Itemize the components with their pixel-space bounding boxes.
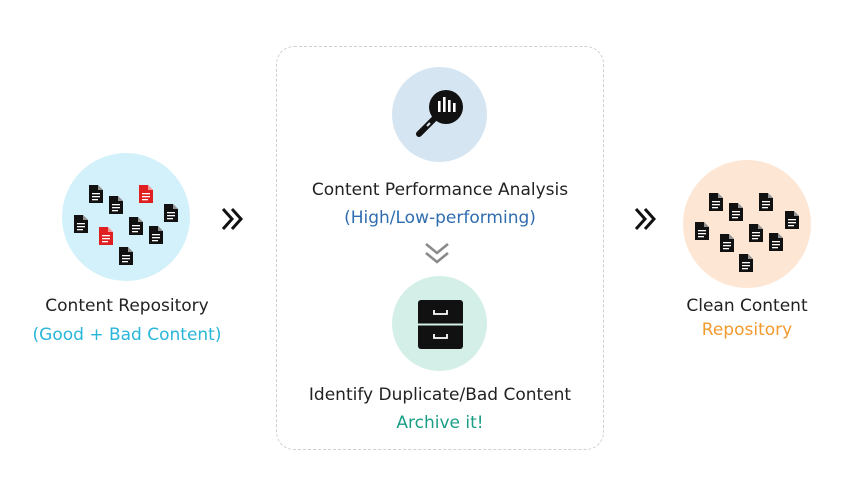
clean-repository-title: Clean Content <box>686 296 808 316</box>
document-icon <box>74 215 88 237</box>
document-icon <box>739 254 753 276</box>
identify-duplicate-subtitle: Archive it! <box>396 413 484 433</box>
document-icon <box>769 233 783 255</box>
filing-cabinet-icon <box>418 300 463 349</box>
document-icon <box>164 204 178 226</box>
document-icon <box>149 226 163 248</box>
clean-repository-circle <box>683 160 811 288</box>
document-icon <box>129 217 143 239</box>
magnifier-chart-icon <box>416 90 463 137</box>
identify-duplicate-title: Identify Duplicate/Bad Content <box>308 385 572 405</box>
double-chevron-right-icon <box>634 207 657 231</box>
document-icon <box>695 222 709 244</box>
double-chevron-down-icon <box>425 242 449 264</box>
content-repository-title: Content Repository <box>45 296 209 316</box>
performance-analysis-subtitle: (High/Low-performing) <box>344 208 536 228</box>
identify-duplicate-circle <box>392 276 487 371</box>
document-icon <box>99 227 113 249</box>
document-cluster-icon <box>683 160 811 288</box>
document-icon <box>759 193 773 215</box>
performance-analysis-title: Content Performance Analysis <box>311 180 569 200</box>
performance-analysis-circle <box>392 67 487 162</box>
content-repository-circle <box>62 153 190 281</box>
double-chevron-right-icon <box>221 207 244 231</box>
document-icon <box>139 185 153 207</box>
document-icon <box>109 196 123 218</box>
document-icon <box>119 247 133 269</box>
document-cluster-icon <box>62 153 190 281</box>
document-icon <box>729 203 743 225</box>
content-repository-subtitle: (Good + Bad Content) <box>32 325 222 345</box>
document-icon <box>709 193 723 215</box>
analysis-process-box <box>276 46 604 450</box>
document-icon <box>749 224 763 246</box>
document-icon <box>89 185 103 207</box>
document-icon <box>720 234 734 256</box>
document-icon <box>785 211 799 233</box>
clean-repository-subtitle: Repository <box>701 320 793 340</box>
